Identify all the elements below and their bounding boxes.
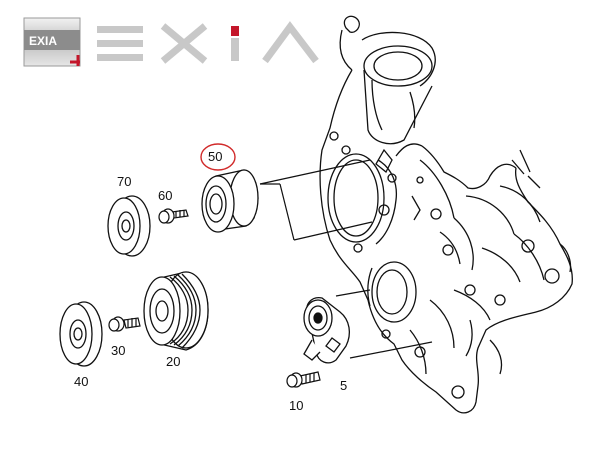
- leader-line-50: [259, 159, 373, 241]
- exia-logo: EXIA: [23, 17, 319, 67]
- logo-letter-i: [231, 26, 239, 61]
- callout-40: 40: [74, 374, 89, 389]
- logo-badge: [23, 17, 81, 67]
- callout-70: 70: [117, 174, 132, 189]
- logo-letter-e: [97, 26, 143, 61]
- callout-20: 20: [166, 354, 181, 369]
- logo-letter-a: [262, 21, 319, 64]
- callout-50: 50: [208, 149, 223, 164]
- logo-letter-x: [160, 23, 208, 64]
- callout-30: 30: [111, 343, 126, 358]
- logo-badge-text: EXIA: [29, 34, 57, 48]
- callout-60: 60: [158, 188, 173, 203]
- callout-10: 10: [289, 398, 304, 413]
- leader-line-5: [335, 289, 433, 359]
- callout-5: 5: [340, 378, 348, 393]
